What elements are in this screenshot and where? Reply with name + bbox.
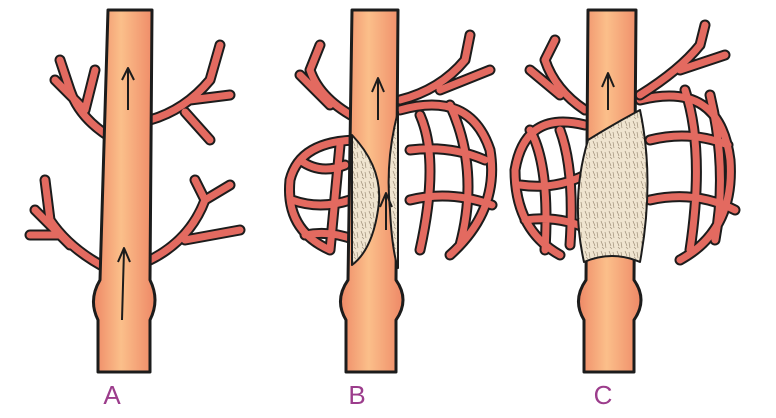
panel-label-a: A	[82, 380, 142, 410]
panel-c-vessel	[515, 10, 735, 372]
panel-label-c: C	[573, 380, 633, 410]
panel-a-branch	[30, 180, 110, 270]
panel-a-main-artery	[93, 10, 155, 372]
panel-b-vessel	[290, 10, 493, 372]
panel-a-vessel	[30, 10, 240, 372]
panel-label-b: B	[327, 380, 387, 410]
